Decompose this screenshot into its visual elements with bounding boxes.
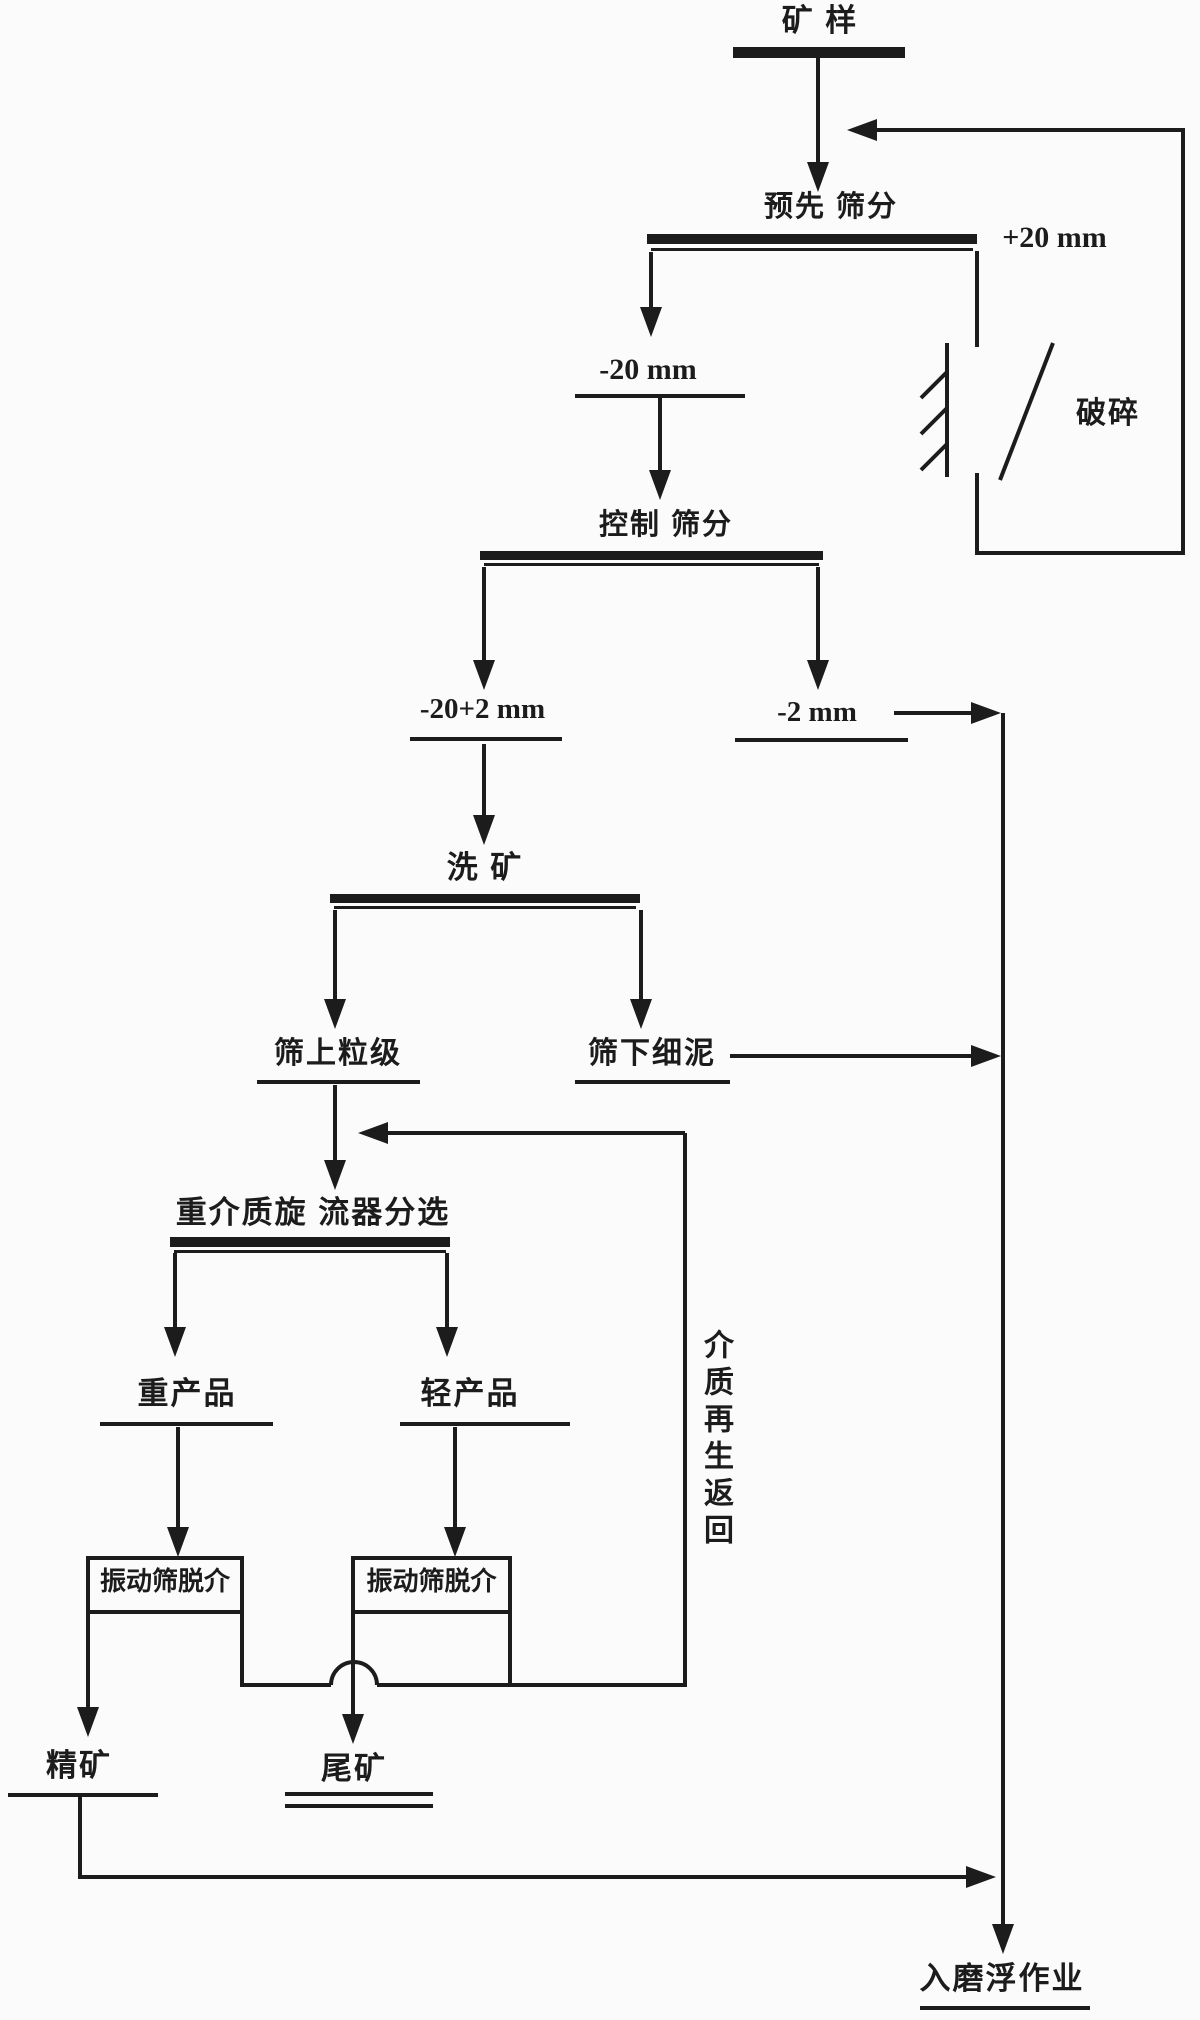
ore-sample-bar xyxy=(733,47,905,58)
node-pre-screening: 预先 筛分 xyxy=(763,191,899,223)
underlines xyxy=(8,394,1090,2010)
node-washing: 洗 矿 xyxy=(446,850,524,885)
label-minus-20-plus-2mm: -20+2 mm xyxy=(419,693,546,725)
node-tailings: 尾矿 xyxy=(321,1751,387,1786)
cyclone-bar xyxy=(170,1237,450,1253)
label-medium-regeneration-return: 介质再生返回 xyxy=(699,1329,732,1551)
pre-screening-bar xyxy=(647,234,977,251)
label-minus-2mm: -2 mm xyxy=(777,696,857,728)
node-to-grinding-flotation: 入磨浮作业 xyxy=(919,1961,1085,1996)
node-demedium-screen-right: 振动筛脱介 xyxy=(366,1566,497,1596)
flow-connectors xyxy=(78,58,1185,1926)
washing-bar xyxy=(330,894,640,909)
node-crushing: 破碎 xyxy=(1076,397,1140,430)
node-hm-cyclone-separation: 重介质旋 流器分选 xyxy=(175,1195,451,1230)
label-plus-20mm: +20 mm xyxy=(1002,221,1107,254)
node-concentrate: 精矿 xyxy=(46,1748,112,1783)
node-demedium-screen-left: 振动筛脱介 xyxy=(99,1566,230,1596)
node-control-screening: 控制 筛分 xyxy=(598,509,734,541)
bridge-crossing-icon xyxy=(329,1660,379,1686)
label-minus-20mm: -20 mm xyxy=(599,353,697,386)
crusher-icon xyxy=(919,342,1055,481)
demedium-screen-boxes xyxy=(86,1556,512,1614)
arrowheads xyxy=(77,119,1014,1954)
control-screening-bar xyxy=(480,551,823,566)
node-oversize-fraction: 筛上粒级 xyxy=(274,1037,402,1070)
node-light-product: 轻产品 xyxy=(420,1376,520,1411)
node-ore-sample: 矿 样 xyxy=(781,3,859,38)
node-undersize-slime: 筛下细泥 xyxy=(588,1037,716,1070)
node-heavy-product: 重产品 xyxy=(137,1376,237,1411)
